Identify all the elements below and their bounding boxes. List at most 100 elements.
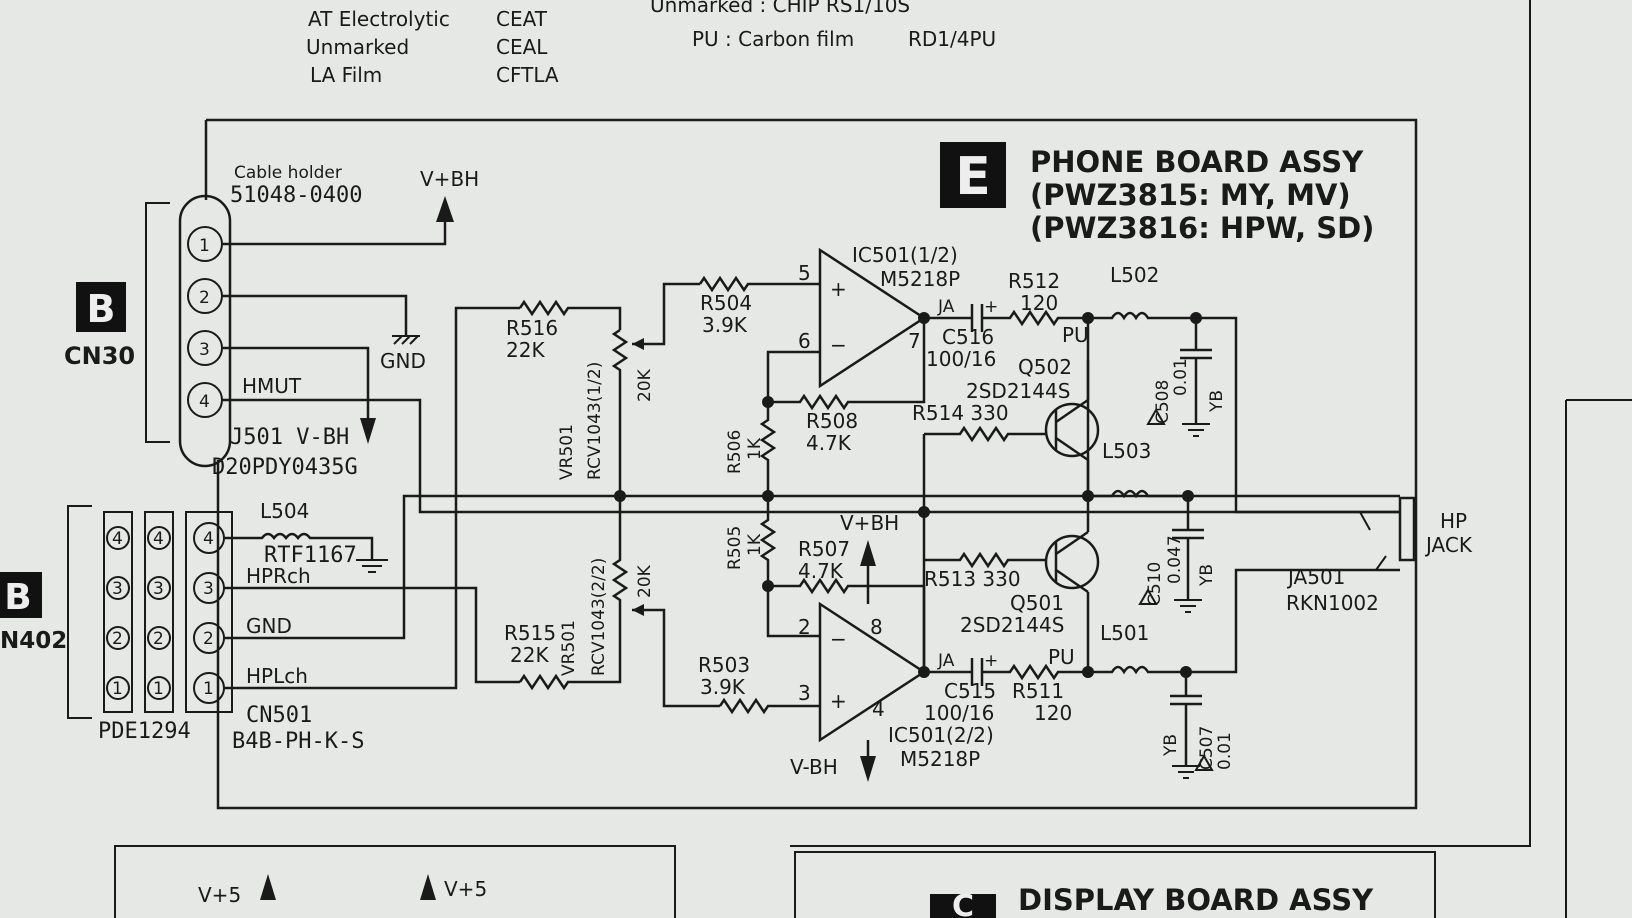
legend-pu: PU : Carbon film <box>692 27 854 51</box>
cn501-col <box>185 511 233 713</box>
j501-part: D20PDY0435G <box>212 455 358 480</box>
rtf-label: RTF1167 <box>264 543 357 568</box>
cn30-board-letter: B <box>87 287 116 331</box>
pin7: 7 <box>908 329 921 353</box>
gnd-label-top: GND <box>380 349 426 373</box>
legend: AT Electrolytic Unmarked LA Film CEAT CE… <box>306 0 996 87</box>
vr501b-value: 20K <box>635 564 655 598</box>
legend-la: LA Film <box>310 63 382 87</box>
vbh-arrow-up <box>436 196 454 222</box>
ja501-part: RKN1002 <box>1286 591 1379 615</box>
r507-label: R507 <box>798 537 850 561</box>
c516-value: 100/16 <box>926 347 996 371</box>
ic-top-minus: − <box>830 333 847 357</box>
n402-col-1 <box>103 511 133 713</box>
board-sub1: (PWZ3815: MY, MV) <box>1030 178 1351 212</box>
hp-jack: HP JACK JA501 RKN1002 <box>1286 496 1473 615</box>
c515-label: C515 <box>944 679 996 703</box>
q501-part: 2SD2144S <box>960 613 1064 637</box>
hplch-label: HPLch <box>246 664 308 688</box>
n402-pin-4-a: 4 <box>112 529 123 549</box>
cn30-label: CN30 <box>64 342 135 370</box>
r512-label: R512 <box>1008 269 1060 293</box>
hp-jack-body <box>1398 496 1416 562</box>
cn30-board-letter-box <box>76 282 126 332</box>
opamp-top: R504 3.9K + − 5 6 7 IC501(1/2) M5218P R5… <box>698 243 960 502</box>
cn501-part: B4B-PH-K-S <box>232 729 364 754</box>
r516-label: R516 <box>506 316 558 340</box>
cable-holder-label: Cable holder <box>234 163 342 183</box>
ic-bot-plus: + <box>830 689 847 713</box>
bottom-boards: V+5 V+5 C DISPLAY BOARD ASSY <box>198 874 1374 918</box>
legend-ceat: CEAT <box>496 7 548 31</box>
r504-value: 3.9K <box>702 313 748 337</box>
n402-col-2 <box>144 511 174 713</box>
l502-label: L502 <box>1110 263 1159 287</box>
r514-label: R514 330 <box>912 401 1009 425</box>
r515-value: 22K <box>510 643 549 667</box>
cn501-pin-4: 4 <box>203 529 214 549</box>
pin8: 8 <box>870 615 883 639</box>
r508-value: 4.7K <box>806 431 852 455</box>
c508-value: 0.01 <box>1171 358 1191 396</box>
gnd-c507 <box>1172 765 1200 779</box>
l503-label: L503 <box>1102 439 1151 463</box>
pin2: 2 <box>798 615 811 639</box>
q502-part: 2SD2144S <box>966 379 1070 403</box>
r516-value: 22K <box>506 338 545 362</box>
vbh-neg-label: V-BH <box>790 755 838 779</box>
v5a-arrow <box>260 874 276 900</box>
yb-c508: YB <box>1207 390 1227 413</box>
legend-unmarked: Unmarked <box>306 35 409 59</box>
pu-bot: PU <box>1048 645 1075 669</box>
gnd-c510 <box>1174 599 1202 613</box>
ja-top: JA <box>937 297 955 317</box>
cn30-connector: B CN30 1 2 3 4 Cable holder 51048-0400 J… <box>64 163 1400 514</box>
display-title: DISPLAY BOARD ASSY <box>1018 883 1374 917</box>
vr501a-label: VR501 <box>557 424 577 480</box>
c508-warning <box>1146 407 1166 425</box>
vr501b-part: RCV1043(2/2) <box>589 558 609 676</box>
yb-c510: YB <box>1197 564 1217 587</box>
n402-pin-1-b: 1 <box>153 679 164 699</box>
ic-top-part: M5218P <box>880 267 960 291</box>
q502-symbol <box>1044 402 1100 458</box>
legend-chip: Unmarked : CHIP RS1/10S <box>650 0 910 17</box>
display-letter: C <box>952 889 974 918</box>
v5b-label: V+5 <box>444 877 487 901</box>
display-letter-box <box>930 894 996 918</box>
q501-label: Q501 <box>1010 591 1064 615</box>
yb-c507: YB <box>1161 734 1181 757</box>
l504-label: L504 <box>260 499 309 523</box>
c516-label: C516 <box>942 325 994 349</box>
n402-pin-4-b: 4 <box>153 529 164 549</box>
r506-label: R506 <box>725 430 745 474</box>
c510-warning <box>1138 587 1158 605</box>
c507-value: 0.01 <box>1215 732 1235 770</box>
ic501-top-symbol <box>818 247 927 389</box>
cn501-pin-2: 2 <box>203 629 214 649</box>
vr501a-value: 20K <box>635 368 655 402</box>
vbh-label-top: V+BH <box>420 167 479 191</box>
pin6: 6 <box>798 329 811 353</box>
ja-bot: JA <box>937 651 955 671</box>
legend-at: AT Electrolytic <box>308 7 450 31</box>
hp-jack-contacts <box>1359 511 1387 571</box>
pin5: 5 <box>798 261 811 285</box>
ic-top-label: IC501(1/2) <box>852 243 958 267</box>
board-sub2: (PWZ3816: HPW, SD) <box>1030 211 1374 245</box>
vr501a-part: RCV1043(1/2) <box>585 362 605 480</box>
input-section: R516 22K VR501 RCV1043(1/2) 20K R515 22K… <box>504 282 720 708</box>
c510-value: 0.047 <box>1165 535 1185 584</box>
vr501b-label: VR501 <box>559 620 579 676</box>
gnd-symbol-l504 <box>356 559 388 573</box>
cn30-pin-3-label: 3 <box>199 340 210 360</box>
legend-ceal: CEAL <box>496 35 548 59</box>
vbh-pos-arrow <box>860 540 876 566</box>
display-board-box <box>794 851 1436 918</box>
opamp-bottom: R503 3.9K − + 2 3 8 4 IC501(2/2) M5218P … <box>698 496 994 782</box>
cn30-pin-1-label: 1 <box>199 236 210 256</box>
bottom-board-box <box>114 845 676 918</box>
r508-label: R508 <box>806 409 858 433</box>
gnd-symbol-top <box>392 335 420 345</box>
